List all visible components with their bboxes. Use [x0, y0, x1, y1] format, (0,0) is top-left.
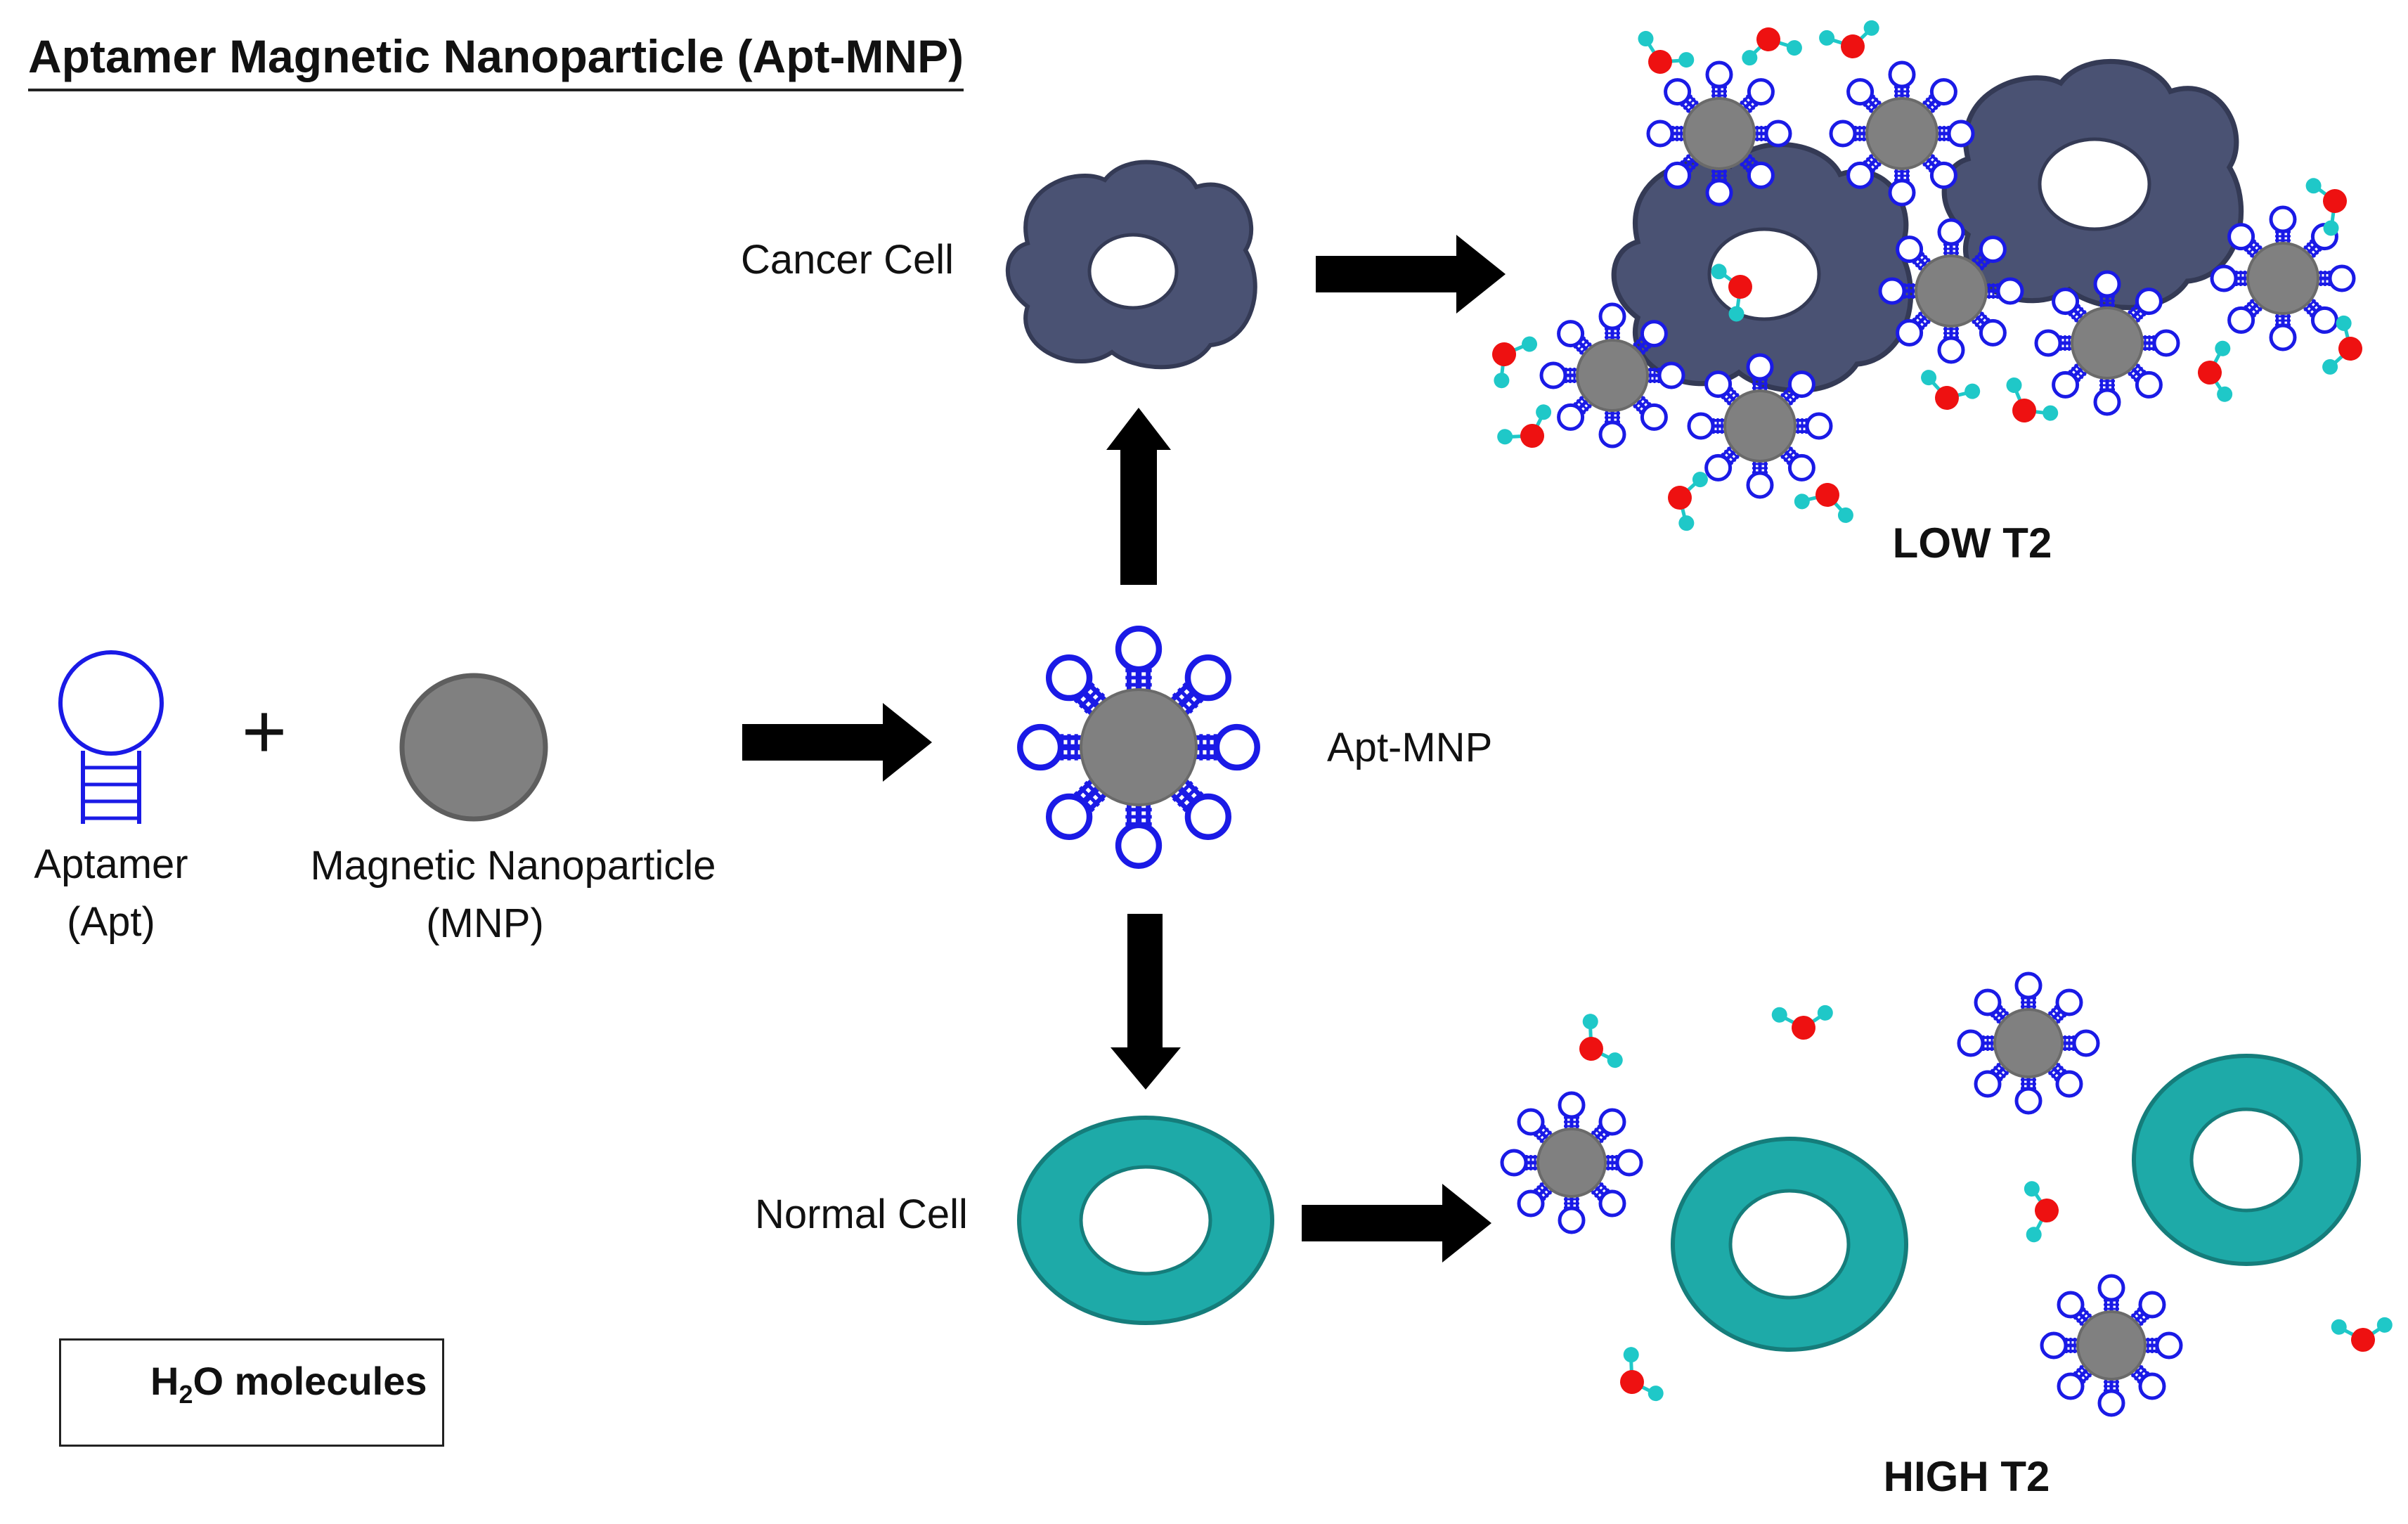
plus-sign: + [241, 688, 287, 775]
apt-mnp-bound-particle [1689, 355, 1831, 497]
apt-mnp-bound-particle [1880, 220, 2022, 362]
magnetic-nanoparticle-symbol [399, 673, 548, 822]
high-t2-particles [1502, 974, 2181, 1415]
legend-text-molecules: O molecules [193, 1359, 427, 1403]
apt-mnp-bound-particle [2212, 207, 2354, 349]
legend-subscript: 2 [179, 1380, 193, 1409]
apt-mnp-free-particle [1502, 1093, 1641, 1232]
apt-mnp-free-particle [2042, 1276, 2181, 1415]
apt-mnp-label: Apt-MNP [1327, 725, 1493, 770]
apt-mnp-main-particle [1020, 628, 1257, 865]
legend-text-h: H [150, 1359, 179, 1403]
mnp-label: Magnetic Nanoparticle [310, 843, 716, 889]
low-t2-cluster [1487, 1, 2370, 541]
apt-mnp-free-particle [1959, 974, 2098, 1113]
legend-label: H2O molecules [150, 1358, 427, 1409]
mnp-abbrev-label: (MNP) [426, 900, 544, 946]
arrow-down-to-normal [1111, 914, 1181, 1090]
low-t2-particles [1541, 63, 2354, 497]
normal-cell-label: Normal Cell [755, 1192, 968, 1237]
apt-mnp-bound-particle [1541, 304, 1683, 446]
apt-mnp-bound-particle [1831, 63, 1973, 205]
apt-mnp-bound-particle [1648, 63, 1790, 205]
arrow-to-apt-mnp [742, 703, 932, 782]
cancer-cell-single [1008, 162, 1255, 368]
normal-cell-single [1017, 1116, 1274, 1325]
high-t2-label: HIGH T2 [1883, 1453, 2050, 1500]
aptamer-label: Aptamer [34, 841, 188, 887]
arrow-to-high-t2 [1302, 1184, 1491, 1263]
aptamer-abbrev-label: (Apt) [67, 899, 155, 945]
arrow-to-low-t2 [1316, 235, 1506, 314]
arrow-up-to-cancer [1106, 408, 1171, 585]
apt-mnp-bound-particle [2036, 272, 2178, 414]
legend-box [59, 1338, 444, 1447]
aptamer-symbol [58, 650, 164, 824]
high-t2-scene [1502, 974, 2395, 1415]
cancer-cell-label: Cancer Cell [741, 237, 954, 283]
low-t2-label: LOW T2 [1892, 519, 2052, 567]
diagram-title: Aptamer Magnetic Nanoparticle (Apt-MNP) [28, 30, 964, 91]
apt-mnp-particle [1020, 628, 1257, 865]
